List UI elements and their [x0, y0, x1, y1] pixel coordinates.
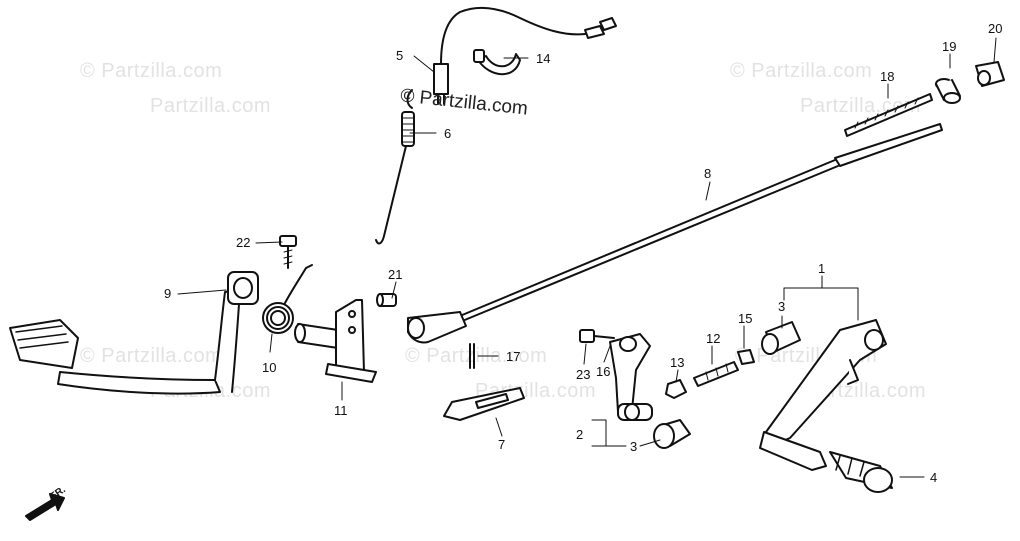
watermark: © Partzilla.com: [730, 60, 873, 82]
callout-16: 16: [596, 364, 611, 379]
nut-20: [975, 61, 1005, 87]
callout-7: 7: [498, 437, 506, 452]
watermark: © Partzilla.com: [80, 345, 223, 367]
callout-3-upper: 3: [778, 299, 786, 314]
callout-15: 15: [738, 311, 753, 326]
shift-pedal-1: [759, 319, 887, 471]
tie-rod-12: [693, 361, 739, 387]
callout-12: 12: [706, 331, 721, 346]
watermark: Partzilla.com: [150, 95, 271, 117]
pedal-rubber-4: [829, 451, 893, 493]
callout-10: 10: [262, 360, 277, 375]
boot-3-lower: [653, 419, 691, 449]
collar-19: [935, 78, 961, 104]
pivot-shaft-11: [294, 299, 377, 383]
brake-pedal: [9, 271, 259, 395]
nut-15: [737, 349, 755, 365]
shift-arm-2: [609, 333, 653, 421]
plate-7: [443, 387, 525, 421]
leader-lines: [177, 37, 997, 478]
return-spring-10: [262, 264, 313, 334]
callout-20: 20: [988, 21, 1003, 36]
callout-17: 17: [506, 349, 521, 364]
brake-rod-8: [407, 123, 943, 344]
callout-6: 6: [444, 126, 452, 141]
callout-14: 14: [536, 51, 551, 66]
nut-13: [665, 379, 687, 399]
front-direction-arrow: [25, 493, 65, 521]
cotter-pin-17: [469, 343, 475, 369]
callout-5: 5: [396, 48, 404, 63]
callout-4: 4: [930, 470, 938, 485]
pin-21: [376, 293, 397, 307]
callout-18: 18: [880, 69, 895, 84]
callout-19: 19: [942, 39, 957, 54]
clip-14: [473, 49, 521, 76]
callout-8: 8: [704, 166, 712, 181]
callout-9: 9: [164, 286, 172, 301]
callout-22: 22: [236, 235, 251, 250]
callout-13: 13: [670, 355, 685, 370]
brake-switch-5: [433, 6, 617, 105]
callout-3-lower: 3: [630, 439, 638, 454]
adjusting-rod-18: [844, 93, 933, 137]
boot-3-upper: [761, 321, 801, 355]
bolt-22: [279, 235, 297, 269]
callout-21: 21: [388, 267, 403, 282]
callout-1: 1: [818, 261, 826, 276]
watermark: © Partzilla.com: [80, 60, 223, 82]
switch-spring-6: [375, 89, 415, 245]
callout-11: 11: [334, 403, 348, 418]
callout-2: 2: [576, 427, 584, 442]
watermark: © Partzilla.com: [405, 345, 548, 367]
callout-23: 23: [576, 367, 591, 382]
bolt-23: [579, 329, 615, 343]
